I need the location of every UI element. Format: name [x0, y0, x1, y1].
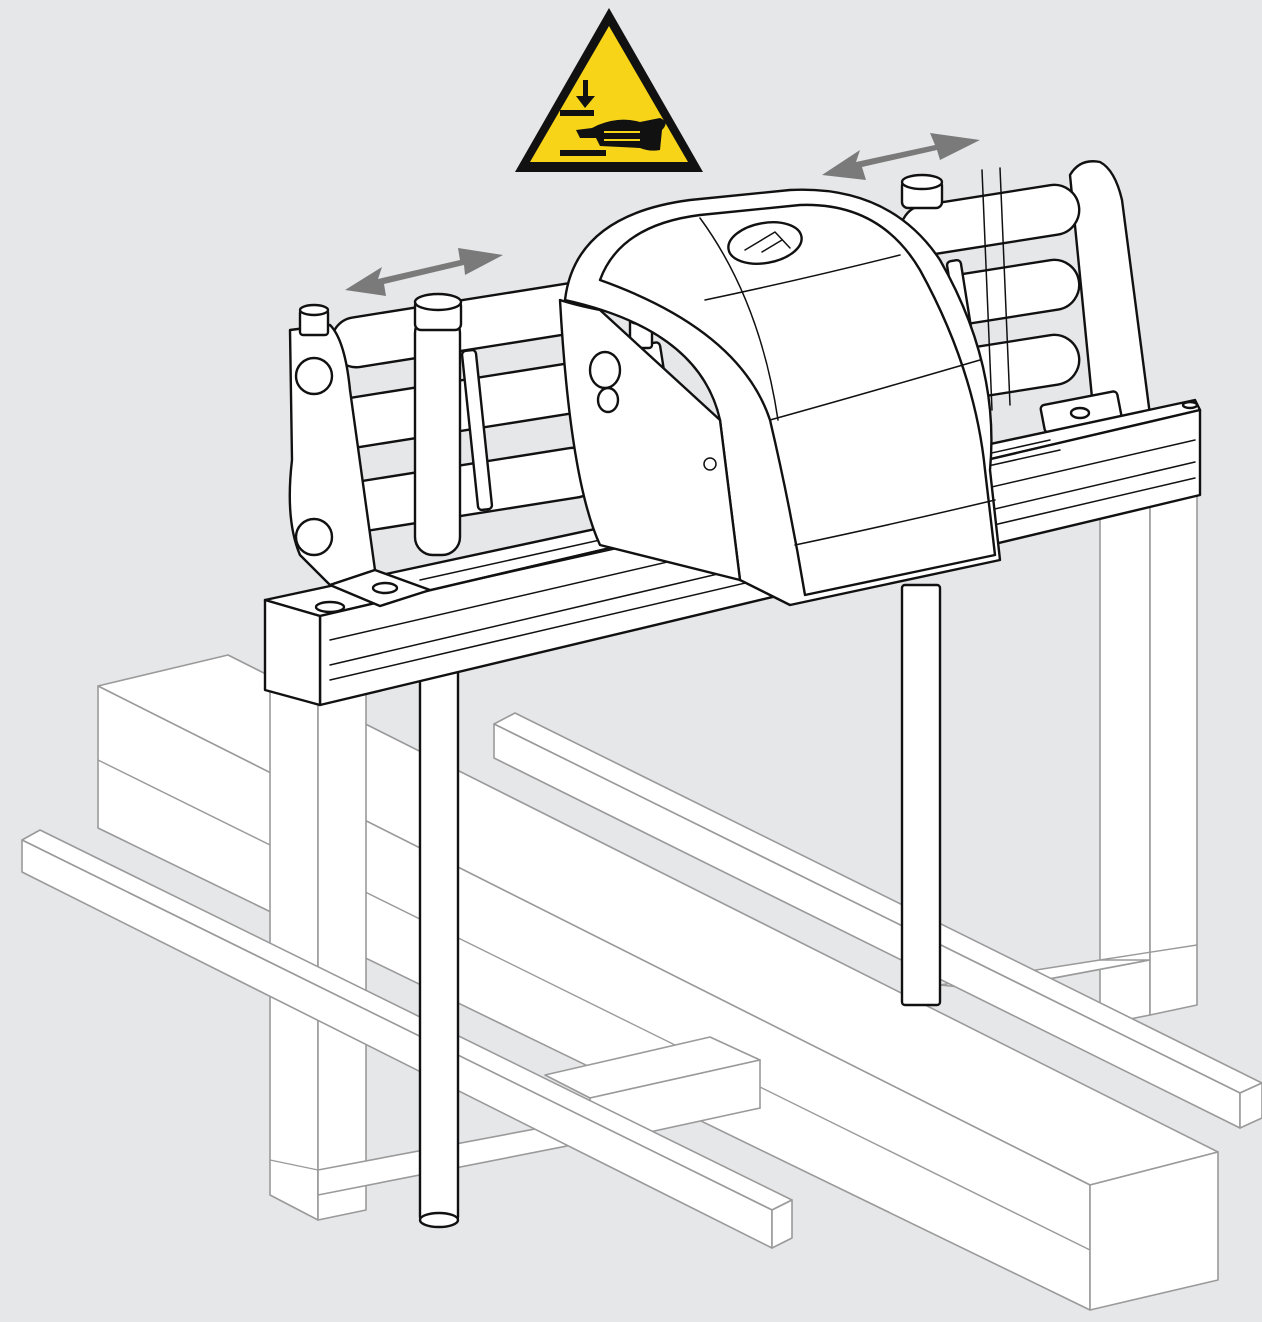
double-headed-arrow-icon: [822, 133, 980, 180]
drill-shafts: [418, 583, 942, 1229]
beam-right: [493, 712, 1262, 1129]
beam-left: [21, 829, 793, 1249]
main-housing: [558, 188, 1002, 607]
brand-arrow-logo-icon: [727, 221, 803, 265]
shaft-right: [900, 583, 942, 1007]
warning-sign: [515, 8, 703, 172]
support-structure: [21, 484, 1262, 1311]
hand-crush-hazard-icon: [560, 80, 666, 156]
double-headed-arrow-icon: [345, 248, 503, 296]
motion-arrows: [345, 133, 980, 296]
pipe-cutting-machine: [263, 160, 1202, 707]
shaft-left: [418, 658, 460, 1229]
